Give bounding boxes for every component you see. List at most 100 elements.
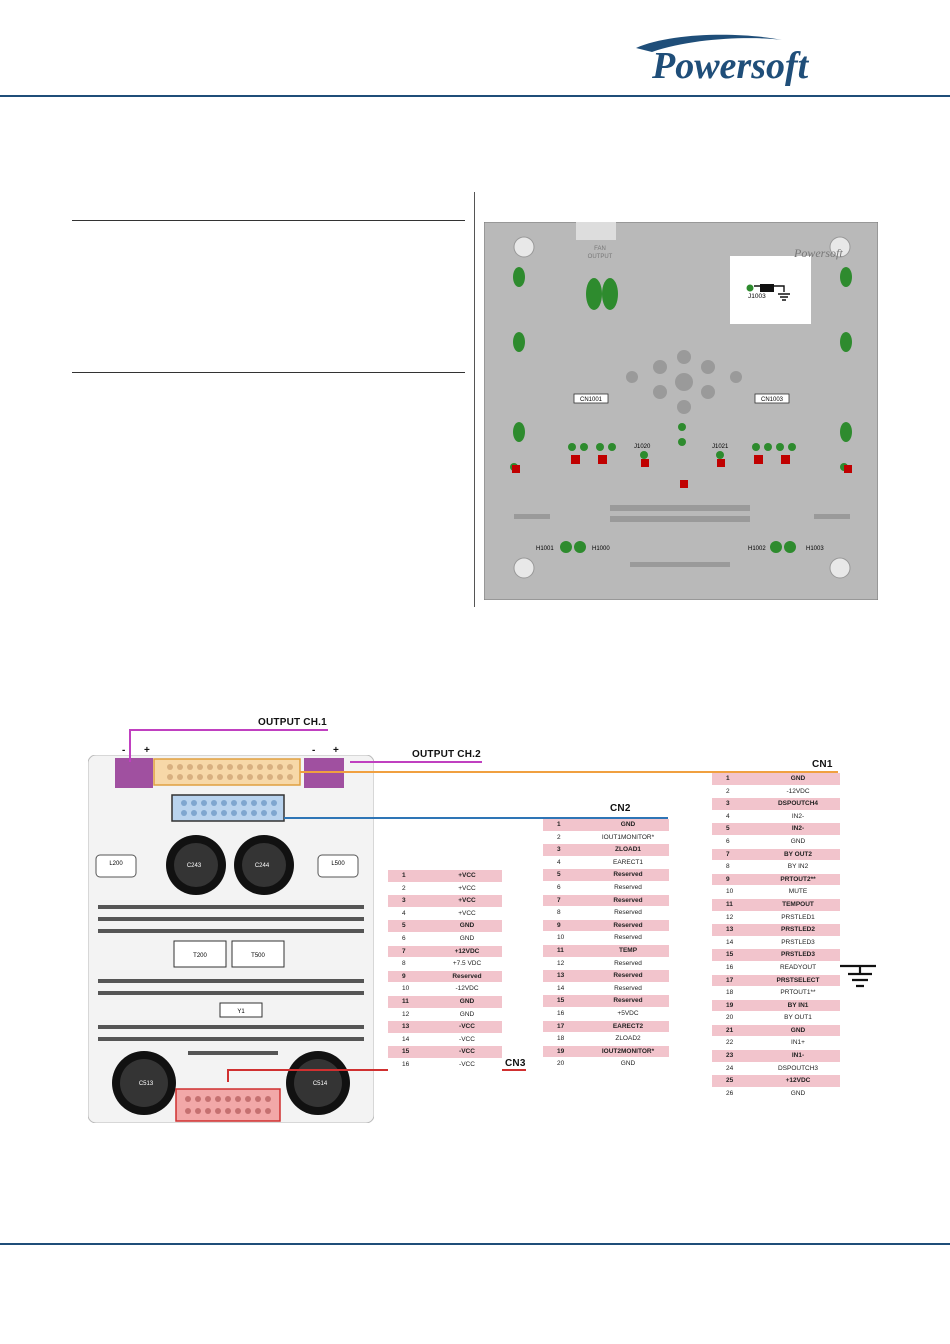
pcb-top-view: CN1001 CN1003 J1003 Powersoft FAN OUTPUT… — [484, 222, 878, 600]
pin-number: 19 — [712, 999, 756, 1013]
section-rule-top — [72, 220, 465, 221]
pin-number: 17 — [543, 1020, 587, 1034]
pin-signal: ZLOAD1 — [587, 843, 669, 857]
pin-signal: BY OUT2 — [756, 848, 840, 862]
footer-rule — [0, 1243, 950, 1245]
pin-number: 9 — [388, 970, 432, 984]
pin-number: 5 — [712, 822, 756, 836]
pin-signal: GND — [432, 1008, 502, 1022]
pin-signal: +12VDC — [432, 945, 502, 959]
pin-signal: IN2- — [756, 810, 840, 824]
svg-text:H1000: H1000 — [592, 546, 610, 552]
pin-signal: +7.5 VDC — [432, 957, 502, 971]
pin-signal: PRSTLED3 — [756, 948, 840, 962]
svg-text:H1002: H1002 — [748, 546, 766, 552]
pin-signal: Reserved — [587, 969, 669, 983]
column-divider — [474, 192, 475, 607]
pin-signal: PRSTLED1 — [756, 911, 840, 925]
pin-signal: +5VDC — [587, 1007, 669, 1021]
pin-number: 8 — [543, 906, 587, 920]
pin-signal: GND — [432, 932, 502, 946]
svg-text:FAN: FAN — [594, 246, 606, 252]
pin-row: 16-VCC — [388, 1058, 502, 1072]
pin-signal: +VCC — [432, 870, 502, 883]
pin-number: 2 — [712, 785, 756, 799]
pin-row: 1+VCC — [388, 870, 502, 883]
pin-number: 5 — [543, 868, 587, 882]
pin-number: 4 — [712, 810, 756, 824]
pin-number: 13 — [712, 923, 756, 937]
pin-number: 7 — [388, 945, 432, 959]
pin-number: 12 — [388, 1008, 432, 1022]
logo-text: Powersoft — [651, 45, 810, 87]
pin-number: 20 — [712, 1011, 756, 1025]
pin-signal: PRTOUT2** — [756, 873, 840, 887]
pin-signal: GND — [756, 773, 840, 786]
pin-signal: GND — [756, 835, 840, 849]
pin-number: 5 — [388, 919, 432, 933]
pin-signal: -12VDC — [756, 785, 840, 799]
pin-number: 16 — [543, 1007, 587, 1021]
pin-signal: DSPOUTCH4 — [756, 797, 840, 811]
pin-number: 8 — [388, 957, 432, 971]
pin-signal: EARECT1 — [587, 856, 669, 870]
pin-signal: +VCC — [432, 894, 502, 908]
pin-number: 14 — [712, 936, 756, 950]
pin-number: 13 — [543, 969, 587, 983]
svg-text:J1020: J1020 — [634, 444, 651, 450]
pin-signal: Reserved — [587, 906, 669, 920]
svg-text:C513: C513 — [139, 1081, 154, 1087]
pin-number: 4 — [388, 907, 432, 921]
pin-number: 15 — [543, 994, 587, 1008]
pin-signal: +VCC — [432, 882, 502, 896]
pin-signal: -VCC — [432, 1045, 502, 1059]
pin-number: 3 — [388, 894, 432, 908]
pin-signal: PRSTLED2 — [756, 923, 840, 937]
pin-number: 12 — [543, 957, 587, 971]
svg-text:C244: C244 — [255, 863, 270, 869]
ch1-minus: - — [122, 745, 126, 756]
pin-signal: IOUT1MONITOR* — [587, 831, 669, 845]
header-rule — [0, 95, 950, 97]
pin-row: 2+VCC — [388, 882, 502, 896]
pin-number: 14 — [543, 982, 587, 996]
pin-signal: GND — [432, 995, 502, 1009]
pin-signal: IN2- — [756, 822, 840, 836]
pin-number: 13 — [388, 1020, 432, 1034]
pin-signal: -12VDC — [432, 982, 502, 996]
pin-row: 16+5VDC — [543, 1007, 669, 1021]
pin-signal: Reserved — [587, 982, 669, 996]
pin-signal: Reserved — [587, 881, 669, 895]
section-rule-bottom — [72, 372, 465, 373]
output-ch2-label: OUTPUT CH.2 — [412, 749, 481, 760]
pin-number: 23 — [712, 1049, 756, 1063]
pin-number: 26 — [712, 1087, 756, 1101]
pin-signal: GND — [756, 1024, 840, 1038]
pin-signal: EARECT2 — [587, 1020, 669, 1034]
pin-row: 25+12VDC — [712, 1074, 840, 1088]
cn1-label: CN1 — [812, 759, 833, 770]
